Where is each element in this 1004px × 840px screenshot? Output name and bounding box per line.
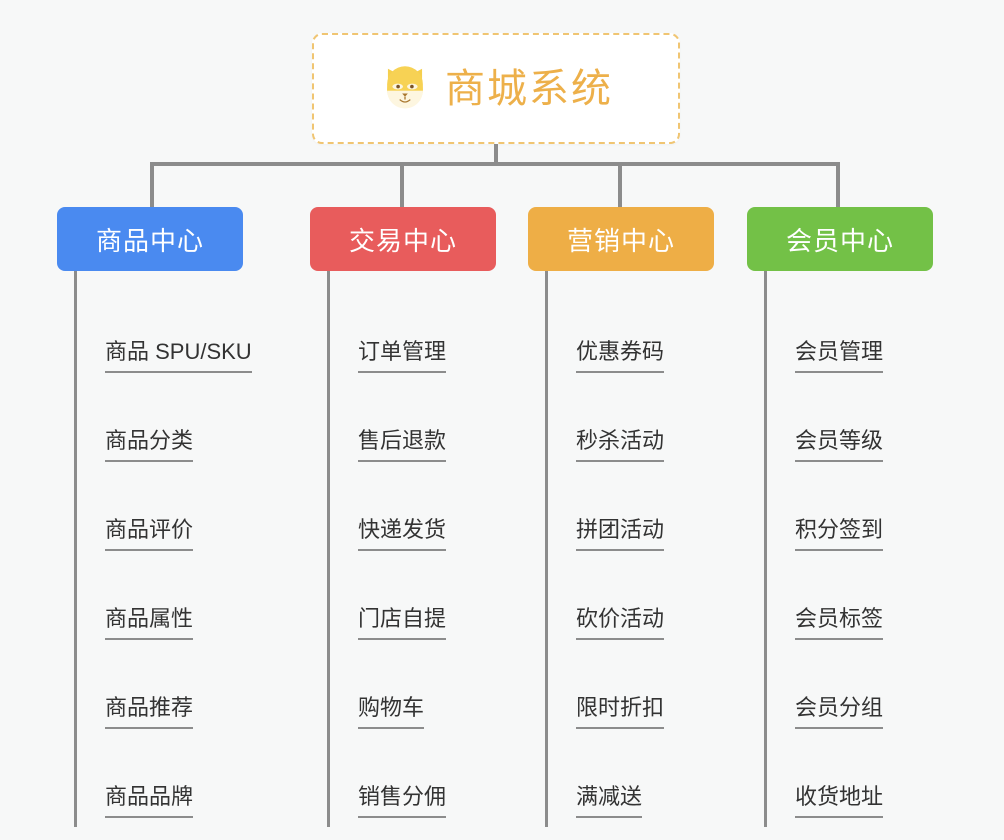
shiba-dog-face-icon	[387, 65, 423, 108]
list-item[interactable]: 满减送	[528, 729, 743, 818]
leaf-label: 会员标签	[795, 605, 884, 640]
list-item[interactable]: 售后退款	[310, 373, 525, 462]
list-item[interactable]: 销售分佣	[310, 729, 525, 818]
list-item[interactable]: 商品品牌	[57, 729, 272, 818]
leaf-label: 优惠券码	[576, 338, 665, 373]
leaf-label: 收货地址	[795, 783, 884, 818]
leaf-label: 会员分组	[795, 694, 884, 729]
connector-horizontal-bus	[150, 162, 840, 166]
leaf-label: 门店自提	[358, 605, 447, 640]
list-item[interactable]: 商品评价	[57, 462, 272, 551]
connector-branch-1-vertical	[150, 162, 154, 208]
list-item[interactable]: 会员管理	[747, 271, 962, 373]
leaf-label: 商品分类	[105, 427, 194, 462]
leaf-label: 商品 SPU/SKU	[105, 338, 252, 373]
list-item[interactable]: 收货地址	[747, 729, 962, 818]
branch-header-label: 商品中心	[95, 225, 204, 256]
branch-rail	[545, 271, 548, 827]
list-item[interactable]: 门店自提	[310, 551, 525, 640]
branch-header-marketing-center[interactable]: 营销中心	[528, 207, 714, 271]
branch-rail	[764, 271, 767, 827]
leaf-list-trade-center: 订单管理 售后退款 快递发货 门店自提 购物车 销售分佣	[310, 271, 525, 818]
leaf-list-marketing-center: 优惠券码 秒杀活动 拼团活动 砍价活动 限时折扣 满减送	[528, 271, 743, 818]
branch-header-label: 营销中心	[566, 225, 675, 256]
list-item[interactable]: 砍价活动	[528, 551, 743, 640]
branch-product-center: 商品中心 商品 SPU/SKU 商品分类 商品评价 商品属性 商品推荐 商品品牌	[57, 207, 272, 827]
branch-header-label: 会员中心	[785, 225, 894, 256]
leaf-label: 订单管理	[358, 338, 447, 373]
leaf-label: 会员等级	[795, 427, 884, 462]
list-item[interactable]: 拼团活动	[528, 462, 743, 551]
list-item[interactable]: 积分签到	[747, 462, 962, 551]
root-node[interactable]: 商城系统	[312, 33, 680, 144]
branch-member-center: 会员中心 会员管理 会员等级 积分签到 会员标签 会员分组 收货地址	[747, 207, 962, 827]
list-item[interactable]: 限时折扣	[528, 640, 743, 729]
leaf-label: 限时折扣	[576, 694, 665, 729]
branch-rail	[74, 271, 77, 827]
leaf-label: 商品评价	[105, 516, 194, 551]
list-item[interactable]: 会员标签	[747, 551, 962, 640]
connector-branch-4-vertical	[836, 162, 840, 208]
leaf-label: 满减送	[576, 783, 643, 818]
leaf-label: 售后退款	[358, 427, 447, 462]
leaf-label: 商品属性	[105, 605, 194, 640]
branch-header-trade-center[interactable]: 交易中心	[310, 207, 496, 271]
leaf-list-member-center: 会员管理 会员等级 积分签到 会员标签 会员分组 收货地址	[747, 271, 962, 818]
branch-marketing-center: 营销中心 优惠券码 秒杀活动 拼团活动 砍价活动 限时折扣 满减送	[528, 207, 743, 827]
leaf-list-product-center: 商品 SPU/SKU 商品分类 商品评价 商品属性 商品推荐 商品品牌	[57, 271, 272, 818]
branch-trade-center: 交易中心 订单管理 售后退款 快递发货 门店自提 购物车 销售分佣	[310, 207, 525, 827]
leaf-label: 商品品牌	[105, 783, 194, 818]
leaf-label: 积分签到	[795, 516, 884, 551]
root-title: 商城系统	[445, 66, 613, 111]
leaf-label: 购物车	[358, 694, 425, 729]
connector-root-vertical	[494, 144, 498, 164]
list-item[interactable]: 会员分组	[747, 640, 962, 729]
connector-branch-2-vertical	[400, 162, 404, 208]
list-item[interactable]: 会员等级	[747, 373, 962, 462]
leaf-label: 拼团活动	[576, 516, 665, 551]
list-item[interactable]: 秒杀活动	[528, 373, 743, 462]
leaf-label: 会员管理	[795, 338, 884, 373]
list-item[interactable]: 商品属性	[57, 551, 272, 640]
leaf-label: 商品推荐	[105, 694, 194, 729]
list-item[interactable]: 快递发货	[310, 462, 525, 551]
branch-header-label: 交易中心	[348, 225, 457, 256]
list-item[interactable]: 优惠券码	[528, 271, 743, 373]
branch-rail	[327, 271, 330, 827]
branch-header-member-center[interactable]: 会员中心	[747, 207, 933, 271]
list-item[interactable]: 购物车	[310, 640, 525, 729]
list-item[interactable]: 商品 SPU/SKU	[57, 271, 272, 373]
connector-branch-3-vertical	[618, 162, 622, 208]
leaf-label: 销售分佣	[358, 783, 447, 818]
branch-header-product-center[interactable]: 商品中心	[57, 207, 243, 271]
leaf-label: 秒杀活动	[576, 427, 665, 462]
list-item[interactable]: 订单管理	[310, 271, 525, 373]
leaf-label: 砍价活动	[576, 605, 665, 640]
leaf-label: 快递发货	[358, 516, 447, 551]
list-item[interactable]: 商品推荐	[57, 640, 272, 729]
list-item[interactable]: 商品分类	[57, 373, 272, 462]
